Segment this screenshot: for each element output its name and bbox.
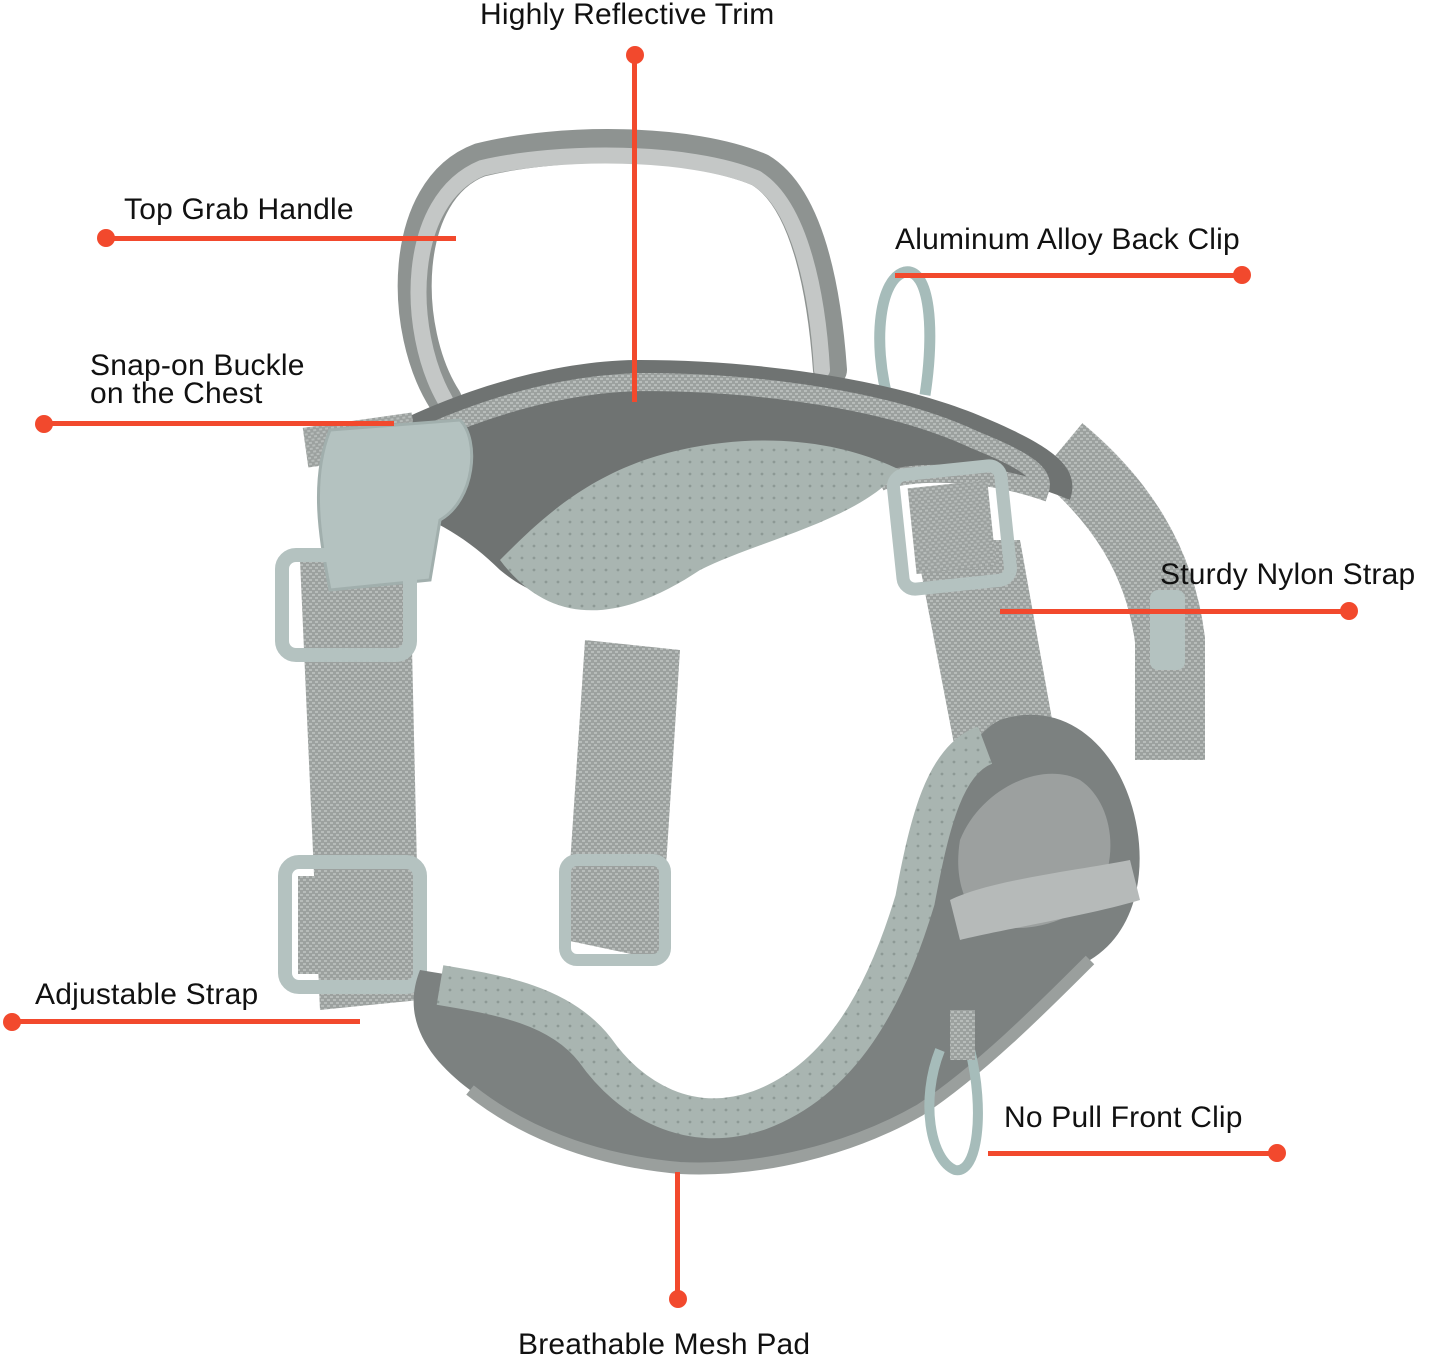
label-adjustable-strap: Adjustable Strap (35, 978, 259, 1011)
callout-line-breathable-mesh-pad (675, 1172, 680, 1300)
callout-line-top-grab-handle (106, 236, 456, 241)
callout-dot-breathable-mesh-pad (669, 1290, 687, 1308)
label-snap-on-buckle-line1: Snap-on Buckle (90, 349, 305, 382)
label-no-pull-front-clip: No Pull Front Clip (1004, 1101, 1243, 1134)
label-highly-reflective-trim: Highly Reflective Trim (480, 0, 775, 31)
callout-dot-sturdy-nylon-strap (1340, 602, 1358, 620)
label-snap-on-buckle-line2: on the Chest (90, 377, 263, 410)
label-aluminum-alloy-back-clip: Aluminum Alloy Back Clip (895, 223, 1240, 256)
callout-line-aluminum-alloy-back-clip (895, 273, 1242, 278)
callout-line-no-pull-front-clip (988, 1151, 1278, 1156)
callout-dot-aluminum-alloy-back-clip (1233, 266, 1251, 284)
callout-line-snap-on-buckle (44, 421, 394, 426)
label-snap-on-buckle: Snap-on Buckle on the Chest (90, 349, 305, 410)
back-clip-ring-shape (874, 266, 936, 402)
label-top-grab-handle: Top Grab Handle (124, 193, 354, 226)
callout-dot-no-pull-front-clip (1268, 1144, 1286, 1162)
front-clip-ring-shape (924, 1048, 983, 1176)
right-adjuster-shape (886, 459, 1017, 596)
chest-buckle-shape (317, 418, 474, 592)
callout-line-adjustable-strap (12, 1019, 360, 1024)
grab-handle-shape (397, 129, 847, 417)
callout-line-sturdy-nylon-strap (1000, 609, 1350, 614)
label-sturdy-nylon-strap: Sturdy Nylon Strap (1160, 558, 1416, 591)
label-breathable-mesh-pad: Breathable Mesh Pad (518, 1328, 811, 1361)
callout-line-highly-reflective-trim (632, 55, 637, 402)
